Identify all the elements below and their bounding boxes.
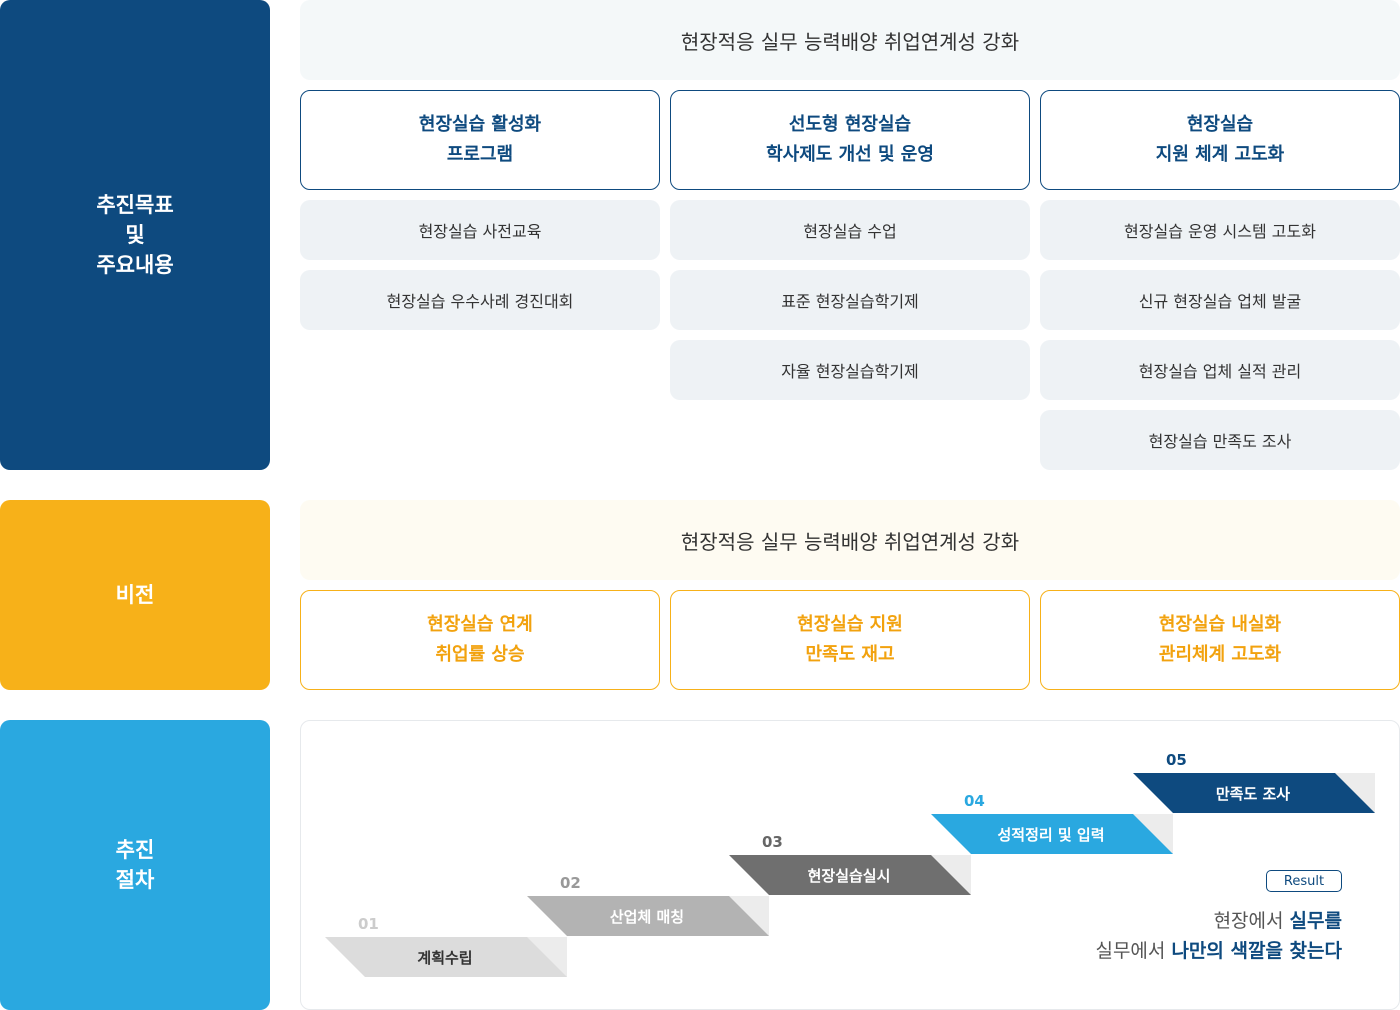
result-line-1-plain: 현장에서 <box>1213 910 1290 932</box>
goal-item: 현장실습 운영 시스템 고도화 <box>1040 200 1400 260</box>
step-label: 만족도 조사 <box>1215 785 1291 803</box>
goal-item: 자율 현장실습학기제 <box>670 340 1030 400</box>
goal-item: 현장실습 사전교육 <box>300 200 660 260</box>
goal-item: 표준 현장실습학기제 <box>670 270 1030 330</box>
goal-column-1-title: 현장실습 활성화 프로그램 <box>300 90 660 190</box>
step-number: 03 <box>762 833 783 851</box>
goal-column-3-title: 현장실습 지원 체계 고도화 <box>1040 90 1400 190</box>
step-label: 현장실습실시 <box>807 867 891 885</box>
vision-column-3-title: 현장실습 내실화 관리체계 고도화 <box>1040 590 1400 690</box>
step-number: 05 <box>1166 751 1187 769</box>
step-label: 산업체 매칭 <box>609 908 685 926</box>
vision-banner: 현장적응 실무 능력배양 취업연계성 강화 <box>300 500 1400 580</box>
result-badge: Result <box>1266 870 1342 892</box>
goals-section-label: 추진목표 및 주요내용 <box>0 0 270 470</box>
result-line-2: 실무에서 나만의 색깔을 찾는다 <box>1095 936 1342 963</box>
step-05-shape <box>1133 773 1375 813</box>
vision-section-label: 비전 <box>0 500 270 690</box>
step-01-shape <box>325 937 567 977</box>
goal-item: 현장실습 업체 실적 관리 <box>1040 340 1400 400</box>
goal-item: 현장실습 수업 <box>670 200 1030 260</box>
step-04-shape <box>931 814 1173 854</box>
step-label: 계획수립 <box>417 949 473 967</box>
step-number: 02 <box>560 874 581 892</box>
vision-column-2-title: 현장실습 지원 만족도 재고 <box>670 590 1030 690</box>
step-02-shape <box>527 896 769 936</box>
step-number: 01 <box>358 915 379 933</box>
goal-column-2-title: 선도형 현장실습 학사제도 개선 및 운영 <box>670 90 1030 190</box>
vision-column-1-title: 현장실습 연계 취업률 상승 <box>300 590 660 690</box>
process-section-label: 추진 절차 <box>0 720 270 1010</box>
goal-item: 현장실습 만족도 조사 <box>1040 410 1400 470</box>
result-line-2-emphasis: 나만의 색깔을 찾는다 <box>1171 940 1342 962</box>
goals-banner: 현장적응 실무 능력배양 취업연계성 강화 <box>300 0 1400 80</box>
result-line-2-plain: 실무에서 <box>1095 940 1172 962</box>
goal-item: 현장실습 우수사례 경진대회 <box>300 270 660 330</box>
goal-item: 신규 현장실습 업체 발굴 <box>1040 270 1400 330</box>
step-number: 04 <box>964 792 985 810</box>
step-03-shape <box>729 855 971 895</box>
result-line-1-emphasis: 실무를 <box>1289 910 1342 932</box>
step-label: 성적정리 및 입력 <box>997 826 1105 844</box>
result-line-1: 현장에서 실무를 <box>1214 906 1342 933</box>
